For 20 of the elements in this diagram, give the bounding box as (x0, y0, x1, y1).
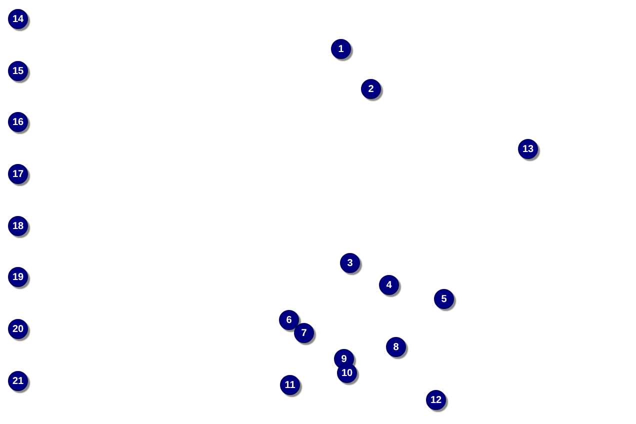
callout-number: 20 (8, 319, 28, 339)
callout-number: 6 (279, 310, 299, 330)
callout-number: 21 (8, 371, 28, 391)
callout-number: 11 (280, 375, 300, 395)
callout-number: 1 (331, 39, 351, 59)
callout-number: 14 (8, 9, 28, 29)
callout-number: 17 (8, 164, 28, 184)
callout-number: 5 (434, 289, 454, 309)
callout-number: 10 (337, 363, 357, 383)
callout-number: 8 (386, 337, 406, 357)
callout-number: 19 (8, 267, 28, 287)
callout-number: 18 (8, 216, 28, 236)
callout-number: 3 (340, 253, 360, 273)
callout-number: 12 (426, 390, 446, 410)
callout-number: 13 (518, 139, 538, 159)
callout-number: 15 (8, 61, 28, 81)
callout-number: 16 (8, 112, 28, 132)
callout-number: 4 (379, 275, 399, 295)
callout-number: 7 (294, 323, 314, 343)
callout-number: 2 (361, 79, 381, 99)
